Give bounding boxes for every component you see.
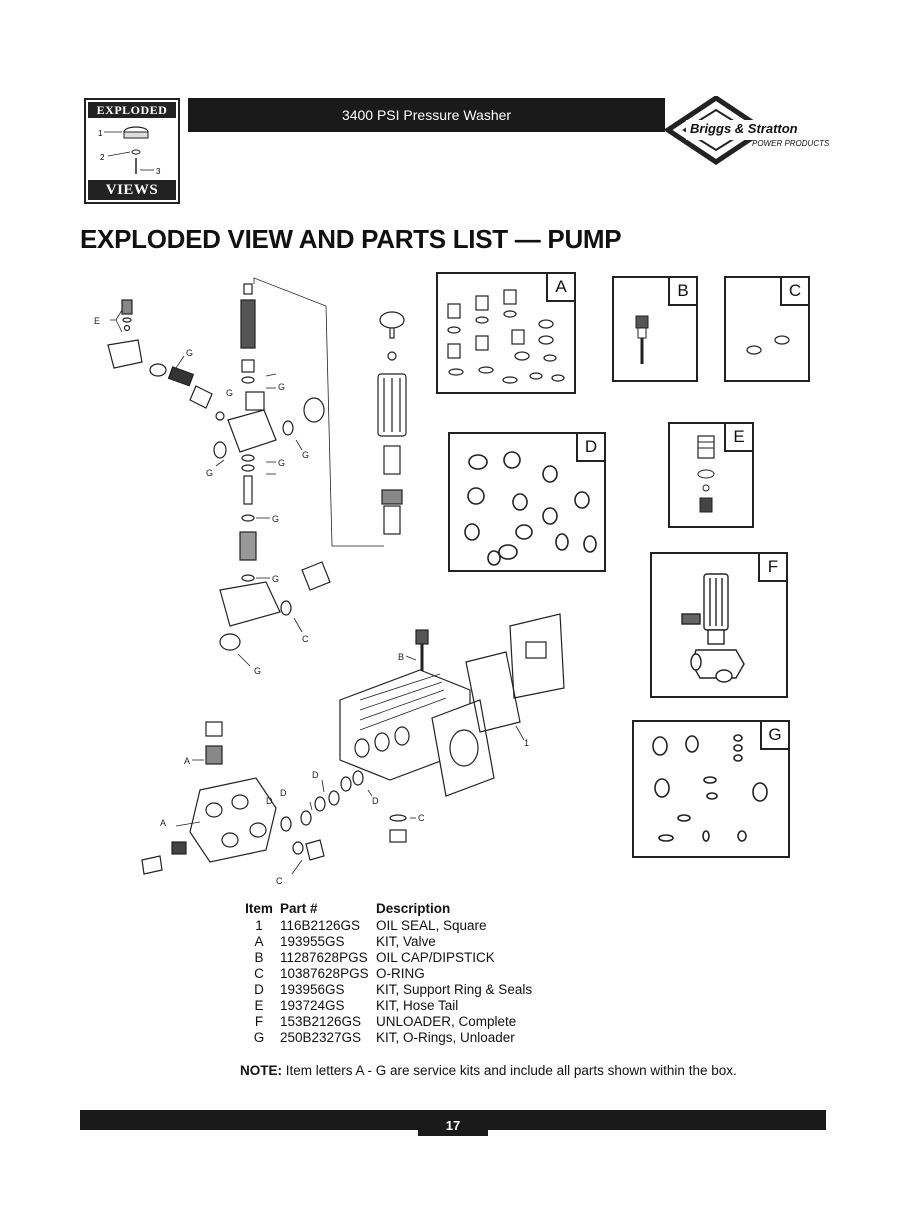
kit-g-parts [652,734,768,842]
cell-item: E [254,997,264,1013]
kit-label-e: E [724,422,754,452]
cell-part: 250B2327GS [280,1029,362,1045]
callout-g: G [302,450,309,460]
kit-label-a: A [546,272,576,302]
logo-bottom-text: VIEWS [88,180,176,200]
callout-g: G [272,574,279,584]
note-text: Item letters A - G are service kits and … [285,1063,737,1078]
logo-mini-diagram: 1 2 3 [98,126,161,176]
callout-c: C [276,876,283,886]
note-label: NOTE: [240,1063,282,1078]
briggs-stratton-logo [664,96,826,166]
kit-box-f: F [650,552,788,698]
parts-list-table: Item Part # Description 1 116B2126GS OIL… [242,900,536,1045]
page-number: 17 [418,1116,488,1136]
logo-callout: 2 [100,153,105,162]
cell-item: G [253,1029,265,1045]
cell-description: KIT, Valve [376,933,436,949]
table-row: 1 116B2126GS OIL SEAL, Square [242,917,536,933]
kit-label-b: B [668,276,698,306]
logo-callout: 3 [156,167,161,176]
cell-part: 193956GS [280,981,345,997]
cell-part: 193955GS [280,933,345,949]
cell-description: KIT, O-Rings, Unloader [376,1029,515,1045]
page-title: EXPLODED VIEW AND PARTS LIST — PUMP [80,224,622,254]
column-header-item: Item [245,901,273,916]
kit-label-c: C [780,276,810,306]
kit-label-f: F [758,552,788,582]
callout-a: A [184,756,190,766]
callout-d: D [280,788,287,798]
kit-c-parts [746,335,790,355]
callout-d: D [266,796,273,806]
cell-item: B [254,949,264,965]
table-row: B 11287628PGS OIL CAP/DIPSTICK [242,949,536,965]
kit-label-g: G [760,720,790,750]
table-row: C 10387628PGS O-RING [242,965,536,981]
callout-d: D [312,770,319,780]
table-row: F 153B2126GS UNLOADER, Complete [242,1013,536,1029]
kit-box-c: C [724,276,810,382]
kit-a-parts [447,289,565,384]
table-row: A 193955GS KIT, Valve [242,933,536,949]
pump-exploded-diagram: E G G G G G G G G C G B 1 A A D D D D C … [94,277,565,886]
callout-c: C [418,813,425,823]
cell-description: KIT, Hose Tail [376,997,459,1013]
column-header-part: Part # [280,901,318,916]
callout-one: 1 [524,738,529,748]
exploded-views-logo: EXPLODED 1 2 3 VIEWS [84,98,180,204]
callout-g: G [272,514,279,524]
callout-b: B [398,652,404,662]
callout-g: G [226,388,233,398]
cell-description: OIL CAP/DIPSTICK [376,949,495,965]
kit-box-b: B [612,276,698,382]
callout-g: G [186,348,193,358]
table-row: E 193724GS KIT, Hose Tail [242,997,536,1013]
kit-box-a: A [436,272,576,394]
kit-box-g: G [632,720,790,858]
callout-g: G [278,458,285,468]
service-kit-note: NOTE: Item letters A - G are service kit… [240,1063,737,1078]
table-header-row: Item Part # Description [242,900,536,917]
kit-b-parts [635,315,649,364]
logo-callout: 1 [98,129,103,138]
cell-part: 10387628PGS [280,965,369,981]
callout-g: G [278,382,285,392]
kit-box-d: D [448,432,606,572]
callout-g: G [254,666,261,676]
callout-d: D [372,796,379,806]
callout-g: G [206,468,213,478]
cell-part: 11287628PGS [280,949,368,965]
kit-e-parts [697,435,715,513]
callout-a: A [160,818,166,828]
cell-part: 116B2126GS [280,917,361,933]
cell-description: UNLOADER, Complete [376,1013,517,1029]
brand-name: Briggs & Stratton [690,121,798,136]
logo-top-text: EXPLODED [88,102,176,118]
cell-item: A [254,933,264,949]
cell-item: F [254,1013,264,1029]
product-title-bar: 3400 PSI Pressure Washer [188,98,665,132]
cell-item: C [254,965,264,981]
kit-d-parts [464,451,597,566]
cell-item: D [254,981,264,997]
cell-item: 1 [255,917,263,933]
brand-subtitle: POWER PRODUCTS [752,139,830,148]
cell-description: KIT, Support Ring & Seals [376,981,533,997]
callout-c: C [302,634,309,644]
table-row: G 250B2327GS KIT, O-Rings, Unloader [242,1029,536,1045]
cell-description: OIL SEAL, Square [376,917,487,933]
kit-label-d: D [576,432,606,462]
cell-part: 153B2126GS [280,1013,362,1029]
cell-description: O-RING [376,965,425,981]
table-row: D 193956GS KIT, Support Ring & Seals [242,981,536,997]
kit-f-parts [681,573,745,683]
cell-part: 193724GS [280,997,345,1013]
callout-e: E [94,316,100,326]
kit-box-e: E [668,422,754,528]
column-header-description: Description [376,901,451,916]
